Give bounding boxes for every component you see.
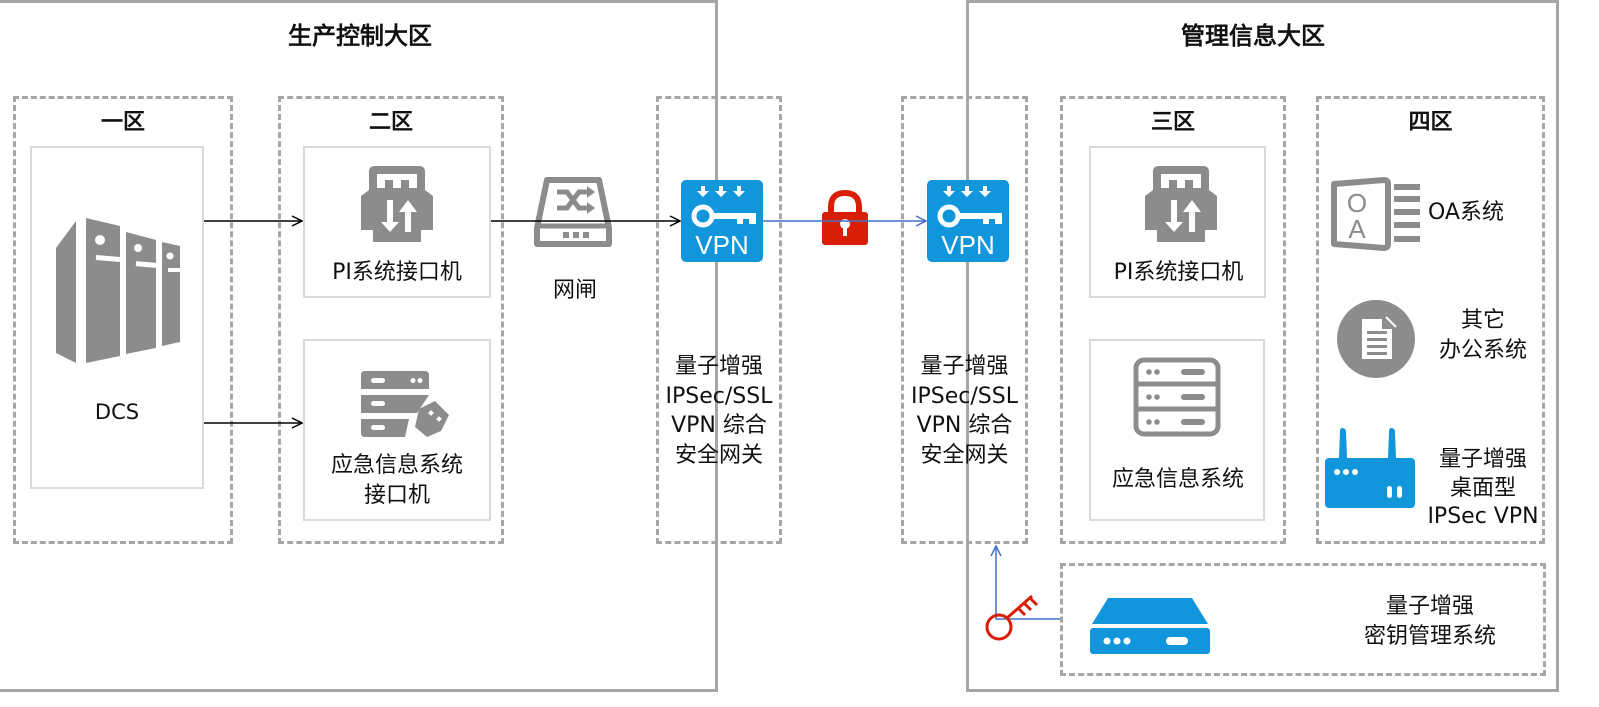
document-circle-icon[interactable] — [1336, 299, 1416, 379]
zone2-box — [278, 96, 504, 544]
gatekeeper-icon[interactable] — [533, 176, 613, 248]
oa-document-icon[interactable]: O A — [1330, 176, 1422, 252]
vpn-icon-text-left: VPN — [695, 230, 748, 260]
server-rack-icon — [56, 218, 180, 363]
vpn-gateway-right-box — [901, 96, 1028, 544]
interface-plug-icon — [1145, 166, 1217, 242]
vpn-gateway-left-label: 量子增强 IPSec/SSL VPN 综合 安全网关 — [665, 354, 773, 469]
zone4-title: 四区 — [1408, 110, 1453, 135]
kms-box — [1060, 563, 1546, 676]
emergency-system-card-zone3[interactable]: 应急信息系统 — [1089, 339, 1265, 521]
vpn-gateway-right-label: 量子增强 IPSec/SSL VPN 综合 安全网关 — [911, 354, 1018, 469]
vpn-gateway-right-icon[interactable]: VPN — [927, 180, 1009, 262]
pi-interface-label-zone2: PI系统接口机 — [332, 260, 462, 285]
key-server-icon[interactable] — [1090, 598, 1210, 654]
management-region — [966, 0, 1559, 692]
zone1-box — [13, 96, 233, 544]
zone3-box — [1060, 96, 1286, 544]
pi-interface-card-zone2[interactable]: PI系统接口机 — [303, 146, 491, 298]
key-icon — [985, 594, 1039, 641]
server-plug-icon — [361, 371, 449, 437]
svg-text:O: O — [1347, 188, 1367, 218]
vpn-gateway-left-icon[interactable]: VPN — [681, 180, 763, 262]
management-region-title: 管理信息大区 — [1181, 22, 1325, 50]
link-kms-to-vpn-right — [996, 546, 1060, 620]
zone3-title: 三区 — [1150, 110, 1195, 135]
router-icon[interactable] — [1325, 428, 1415, 510]
production-region — [0, 0, 718, 692]
other-office-system-label: 其它 办公系统 — [1438, 308, 1527, 363]
pi-interface-card-zone3[interactable]: PI系统接口机 — [1089, 146, 1266, 298]
emergency-system-label-zone3: 应急信息系统 — [1111, 467, 1244, 492]
oa-system-label: OA系统 — [1428, 200, 1504, 225]
vpn-icon-text-right: VPN — [941, 230, 994, 260]
production-region-title: 生产控制大区 — [288, 22, 432, 50]
dcs-card[interactable]: DCS — [30, 146, 204, 489]
zone4-box — [1316, 96, 1545, 544]
desktop-ipsec-vpn-label: 量子增强 桌面型 IPSec VPN — [1427, 447, 1539, 530]
svg-text:A: A — [1348, 214, 1366, 244]
kms-label: 量子增强 密钥管理系统 — [1363, 594, 1496, 649]
zone2-title: 二区 — [368, 110, 413, 135]
server-stack-icon — [1133, 357, 1221, 437]
emergency-interface-card-zone2[interactable]: 应急信息系统 接口机 — [303, 339, 491, 521]
pi-interface-label-zone3: PI系统接口机 — [1113, 260, 1244, 285]
gatekeeper-label: 网闸 — [552, 278, 597, 303]
emergency-interface-label-zone2: 应急信息系统 接口机 — [330, 453, 463, 508]
zone1-title: 一区 — [100, 110, 145, 135]
vpn-gateway-left-box — [656, 96, 782, 544]
interface-plug-icon — [361, 166, 433, 242]
dcs-label: DCS — [94, 400, 140, 424]
